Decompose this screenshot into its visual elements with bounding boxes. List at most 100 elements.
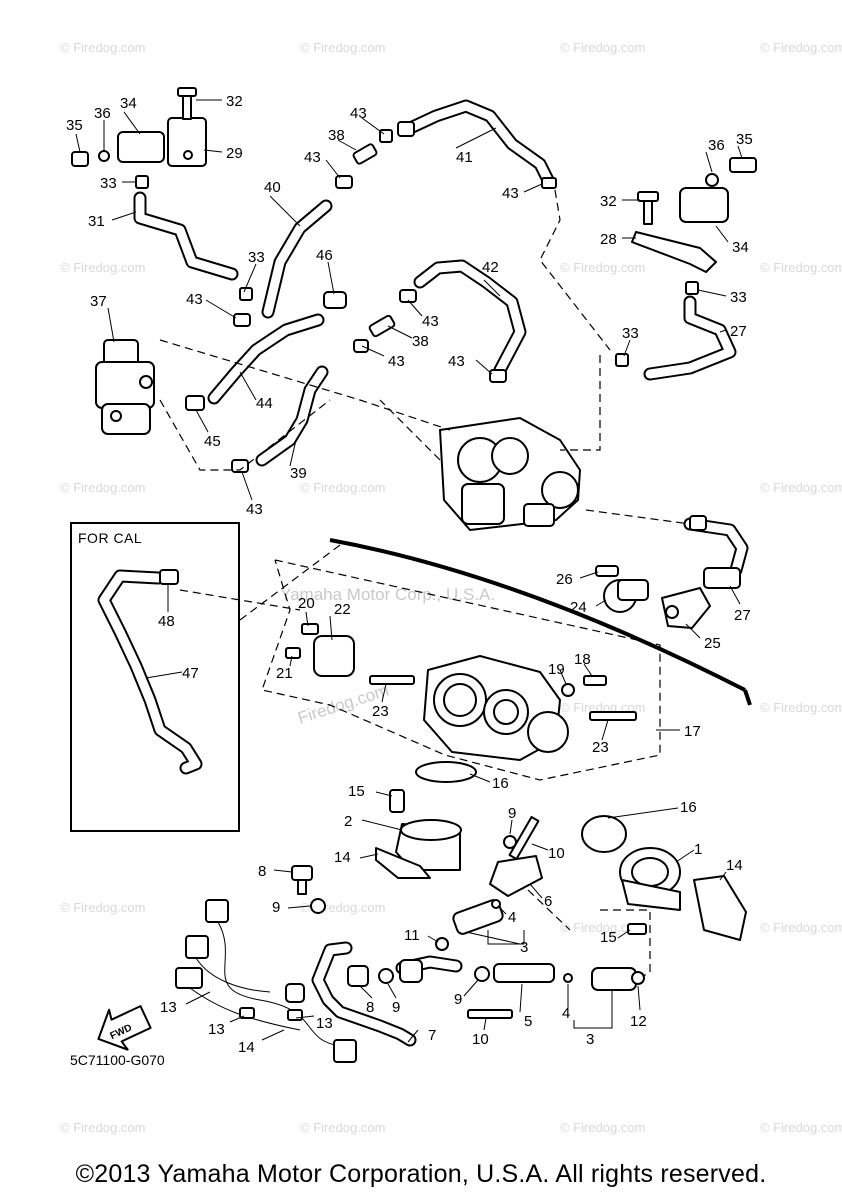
solenoid-bracket-assembly <box>71 87 207 189</box>
watermark: © Firedog.com <box>300 480 385 495</box>
callout-22: 22 <box>334 601 351 618</box>
callout-23: 23 <box>592 739 609 756</box>
callout-36: 36 <box>94 105 111 122</box>
screw-35 <box>71 151 89 167</box>
callout-29: 27 <box>730 323 747 340</box>
clip-13 <box>287 1009 303 1021</box>
callout-2: 2 <box>344 813 352 830</box>
callout-16: 16 <box>492 775 509 792</box>
callout-10: 10 <box>548 845 565 862</box>
callout-38: 38 <box>412 333 429 350</box>
callout-9: 9 <box>454 991 462 1008</box>
right-bracket-assembly <box>631 157 757 295</box>
callout-5: 5 <box>524 1013 532 1030</box>
watermark: © Firedog.com <box>560 920 645 935</box>
callout-25: 25 <box>704 635 721 652</box>
callout-46: 46 <box>316 247 333 264</box>
washer-9 <box>474 966 490 982</box>
screw-23 <box>369 675 415 685</box>
bolt-head <box>177 87 197 97</box>
callout-43: 43 <box>448 353 465 370</box>
screw-15 <box>389 789 405 813</box>
callout-18: 18 <box>574 651 591 668</box>
connector <box>333 1039 357 1063</box>
callout-14: 14 <box>726 857 743 874</box>
callout-34: 34 <box>120 95 137 112</box>
callout-45: 45 <box>204 433 221 450</box>
callout-43: 43 <box>304 149 321 166</box>
callout-28: 28 <box>600 231 617 248</box>
clamp-43 <box>541 177 557 189</box>
callout-1: 1 <box>694 841 702 858</box>
throttle-body-assembly-17 <box>285 623 637 783</box>
clamp-16 <box>415 761 477 783</box>
callout-13: 14 <box>238 1039 255 1056</box>
seal-11 <box>435 937 449 951</box>
callout-36: 36 <box>708 137 725 154</box>
forward-arrow-icon <box>97 1005 152 1051</box>
connector <box>175 967 203 989</box>
watermark: © Firedog.com <box>300 40 385 55</box>
callout-35: 35 <box>736 131 753 148</box>
callout-9: 9 <box>272 899 280 916</box>
watermark: © Firedog.com <box>60 260 145 275</box>
clamp-45 <box>185 395 205 411</box>
screw-26 <box>595 565 619 577</box>
callouts: 32 29 34 36 35 33 31 40 43 38 43 41 43 3… <box>66 93 753 1056</box>
callout-20: 20 <box>298 595 315 612</box>
clamp-16 <box>581 815 627 853</box>
pipe-38 <box>352 143 378 165</box>
screw-20 <box>301 623 319 635</box>
joints <box>159 121 629 585</box>
callout-23: 23 <box>372 703 389 720</box>
callout-43: 43 <box>246 501 263 518</box>
joint-43 <box>397 121 415 137</box>
screw-18 <box>583 675 607 686</box>
washer-9 <box>503 835 517 849</box>
clip-13 <box>239 1007 255 1019</box>
watermark: © Firedog.com <box>760 700 842 715</box>
wire-harness-12 <box>217 921 341 1047</box>
callout-14: 14 <box>334 849 351 866</box>
bolt-8 <box>347 965 369 987</box>
throttle-body-upper <box>439 417 581 531</box>
callout-26: 26 <box>556 571 573 588</box>
watermark: © Firedog.com <box>60 900 145 915</box>
delivery-pipe-5 <box>493 963 555 983</box>
callout-10: 10 <box>472 1031 489 1048</box>
clamp-43 <box>233 313 251 327</box>
callout-42: 42 <box>482 259 499 276</box>
callout-44: 44 <box>256 395 273 412</box>
callout-15: 15 <box>348 783 365 800</box>
bracket-hole <box>183 150 193 160</box>
callout-37: 37 <box>90 293 107 310</box>
connector <box>205 899 229 923</box>
holder-6 <box>489 855 543 897</box>
watermark: © Firedog.com <box>300 1120 385 1135</box>
nut-19 <box>561 683 575 697</box>
callout-13: 13 <box>208 1021 225 1038</box>
callout-32: 32 <box>600 193 617 210</box>
callout-8: 8 <box>366 999 374 1016</box>
washer-9 <box>378 968 394 984</box>
callout-43: 43 <box>186 291 203 308</box>
callout-17: 17 <box>684 723 701 740</box>
o-ring-4 <box>563 973 573 983</box>
seal-11 <box>631 971 645 985</box>
watermark: © Firedog.com <box>560 260 645 275</box>
clip-33 <box>685 281 699 295</box>
washer-36 <box>705 173 719 187</box>
callout-11: 12 <box>630 1013 647 1030</box>
callout-27: 27 <box>734 607 751 624</box>
pipe-38 <box>368 314 396 338</box>
callout-8: 8 <box>258 863 266 880</box>
copyright-notice: ©2013 Yamaha Motor Corporation, U.S.A. A… <box>75 1160 767 1188</box>
dashed-groups <box>159 189 691 991</box>
bolt-head <box>637 191 659 202</box>
clamp-43 <box>399 289 417 303</box>
watermark-center: Yamaha Motor Corp., U.S.A. <box>280 585 495 604</box>
watermark: © Firedog.com <box>60 1120 145 1135</box>
callout-33: 33 <box>248 249 265 266</box>
bolt-32 <box>643 199 653 225</box>
air-induction-valve-37 <box>95 339 155 435</box>
